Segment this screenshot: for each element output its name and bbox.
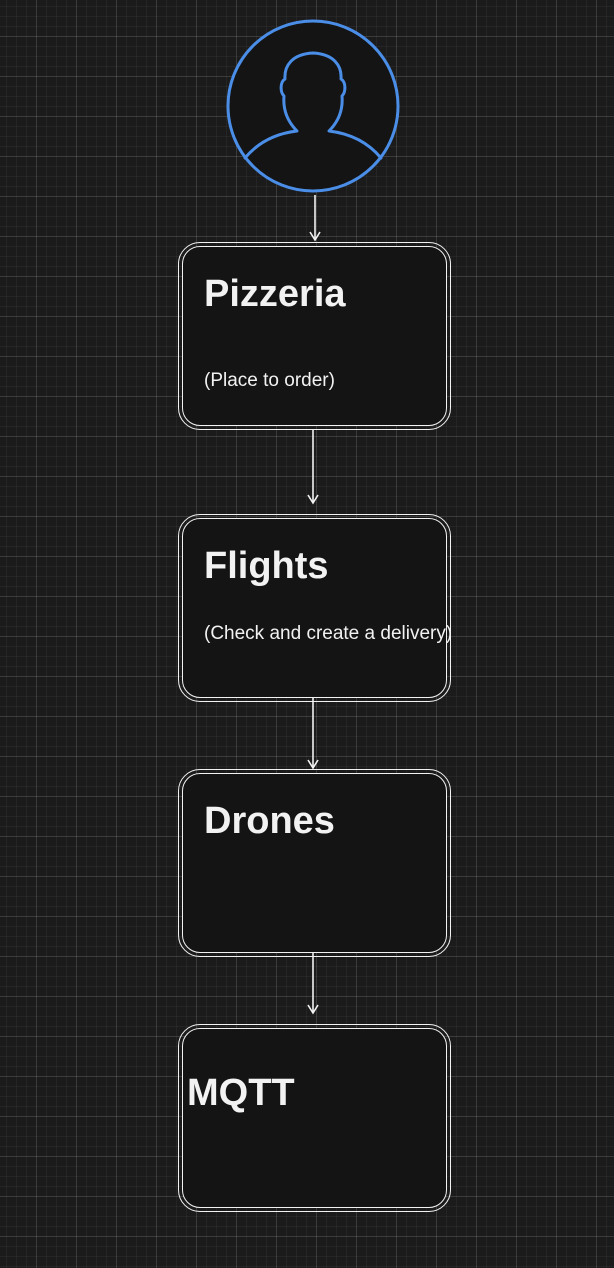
user-icon bbox=[226, 19, 400, 193]
node-mqtt-body: MQTT bbox=[182, 1028, 447, 1208]
node-subtitle: (Place to order) bbox=[204, 370, 335, 391]
node-drones[interactable]: Drones bbox=[178, 769, 451, 957]
node-title: Drones bbox=[204, 800, 335, 842]
node-title: Flights bbox=[204, 545, 329, 587]
node-pizzeria-body: Pizzeria (Place to order) bbox=[182, 246, 447, 426]
node-title: Pizzeria bbox=[204, 273, 346, 315]
node-flights[interactable]: Flights (Check and create a delivery) bbox=[178, 514, 452, 702]
node-pizzeria[interactable]: Pizzeria (Place to order) bbox=[178, 242, 451, 430]
node-title: MQTT bbox=[187, 1072, 295, 1114]
node-mqtt[interactable]: MQTT bbox=[178, 1024, 451, 1212]
node-flights-body: Flights (Check and create a delivery) bbox=[182, 518, 452, 698]
node-drones-body: Drones bbox=[182, 773, 447, 953]
node-subtitle: (Check and create a delivery) bbox=[204, 623, 453, 644]
